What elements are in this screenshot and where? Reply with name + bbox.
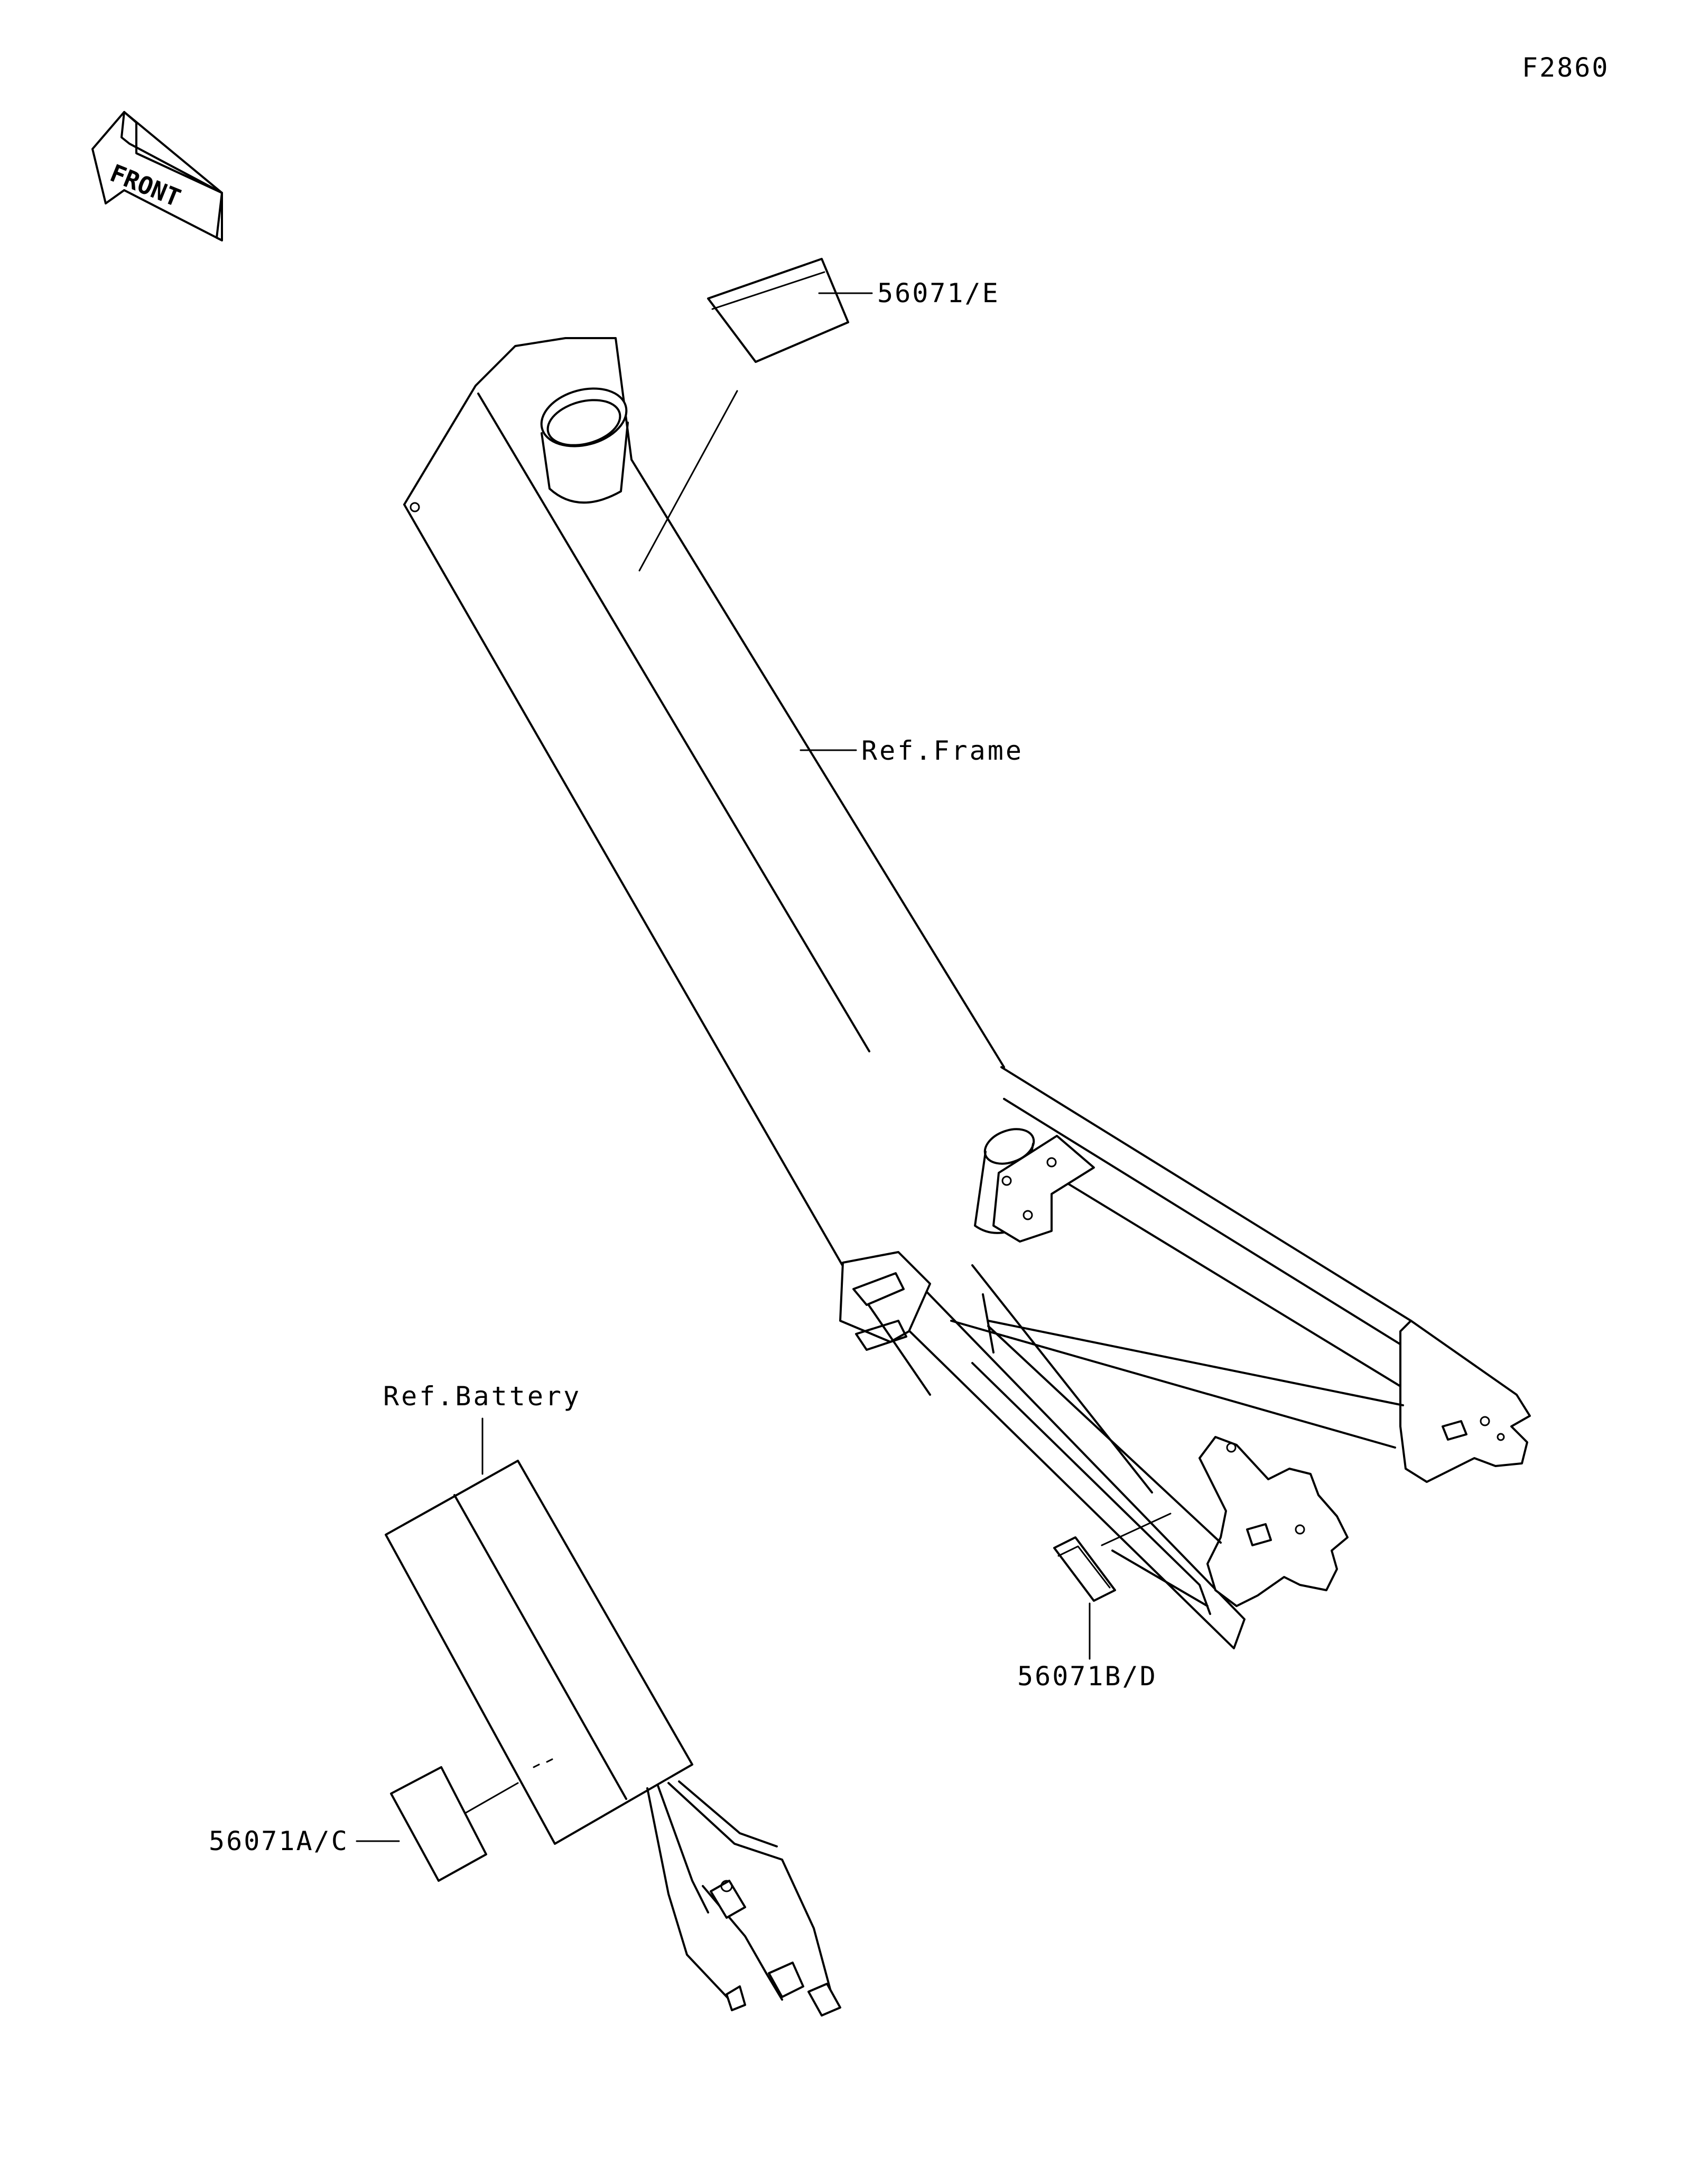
frame-rear-assembly (839, 1066, 1531, 1649)
front-arrow-icon: FRONT (91, 111, 223, 241)
battery-pack (385, 1460, 841, 2017)
figure-code: F2860 (1522, 52, 1610, 83)
frame-spine (403, 337, 1005, 1290)
callout-ref-battery: Ref.Battery (383, 1381, 581, 1412)
sticker-56071-e (707, 258, 849, 363)
callout-56071-bd: 56071B/D (1017, 1661, 1157, 1692)
callout-56071-ac: 56071A/C (209, 1826, 349, 1856)
leader-line-e-frame (638, 390, 738, 572)
callout-ref-frame: Ref.Frame (861, 735, 1024, 766)
sticker-56071-ac (390, 1766, 487, 1882)
sticker-56071-bd (1053, 1536, 1116, 1602)
leader-line-bd-frame (1101, 1513, 1172, 1546)
callout-56071-e: 56071/E (877, 278, 1000, 309)
